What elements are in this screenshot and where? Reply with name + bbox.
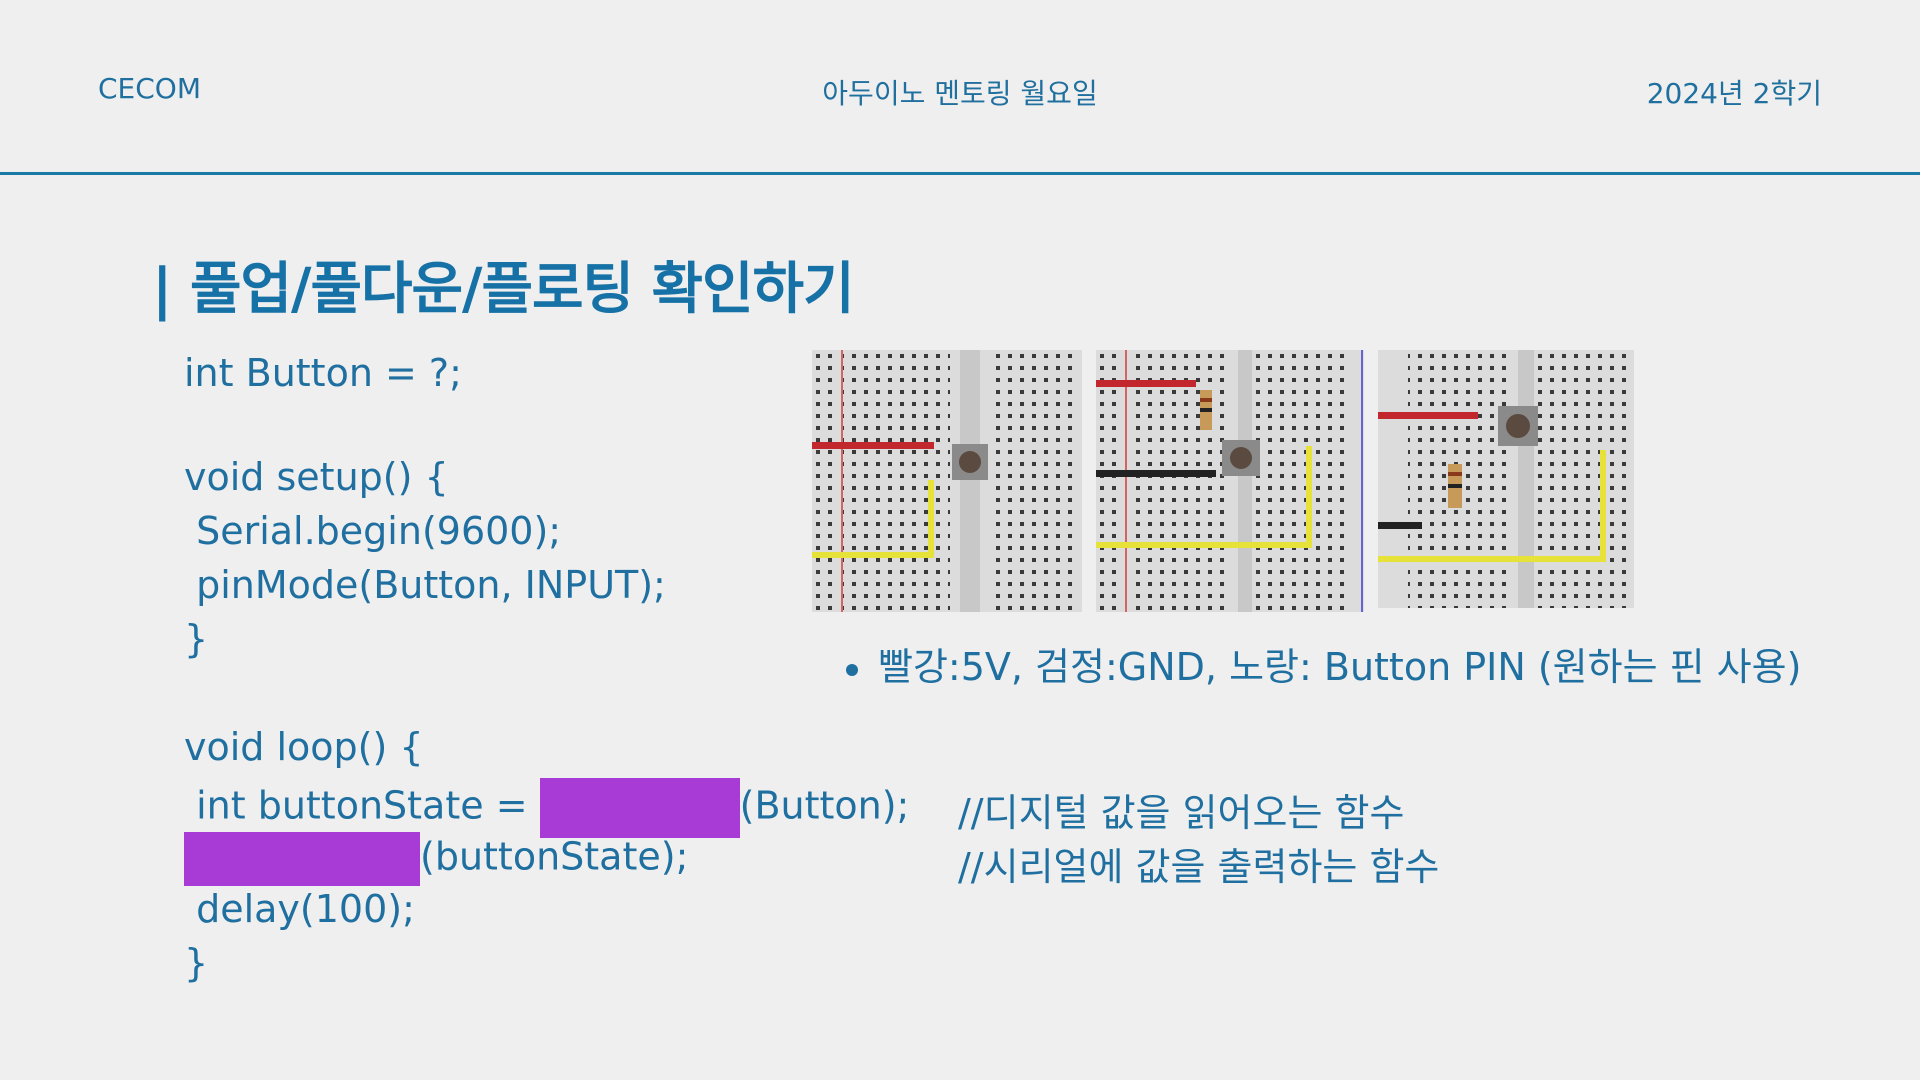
code-text: (Button); (739, 783, 910, 828)
header-divider (0, 172, 1920, 175)
header-semester: 2024년 2학기 (1646, 77, 1822, 110)
redacted-function-name (539, 778, 740, 838)
code-line: } (184, 617, 209, 661)
code-line: } (184, 941, 209, 985)
slide-title: | 풀업/풀다운/플로팅 확인하기 (152, 257, 855, 322)
header-org: CECOM (98, 72, 201, 105)
breadboard-image-floating (812, 350, 1082, 612)
code-line: pinMode(Button, INPUT); (184, 563, 666, 607)
wire-legend-text: 빨강:5V, 검정:GND, 노랑: Button PIN (원하는 핀 사용) (878, 645, 1802, 689)
wire-legend: 빨강:5V, 검정:GND, 노랑: Button PIN (원하는 핀 사용) (846, 636, 1801, 691)
code-comment: //디지털 값을 읽어오는 함수 (958, 791, 1405, 835)
code-line: int buttonState = (Button); (184, 778, 909, 838)
bullet-icon (846, 663, 858, 676)
code-line: Serial.begin(9600); (184, 509, 562, 553)
code-line: void loop() { (184, 725, 424, 769)
code-text: int buttonState = (184, 783, 540, 828)
header-course: 아두이노 멘토링 월요일 (822, 77, 1098, 110)
code-line: void setup() { (184, 455, 449, 499)
redacted-function-name (184, 832, 420, 886)
breadboard-image-pullup (1096, 350, 1364, 612)
code-line: delay(100); (184, 887, 415, 931)
breadboard-image-pulldown (1378, 350, 1634, 608)
code-comment: //시리얼에 값을 출력하는 함수 (958, 845, 1440, 889)
code-text: (buttonState); (420, 834, 689, 879)
code-line: (buttonState); (184, 832, 689, 886)
code-line: int Button = ?; (184, 351, 462, 395)
